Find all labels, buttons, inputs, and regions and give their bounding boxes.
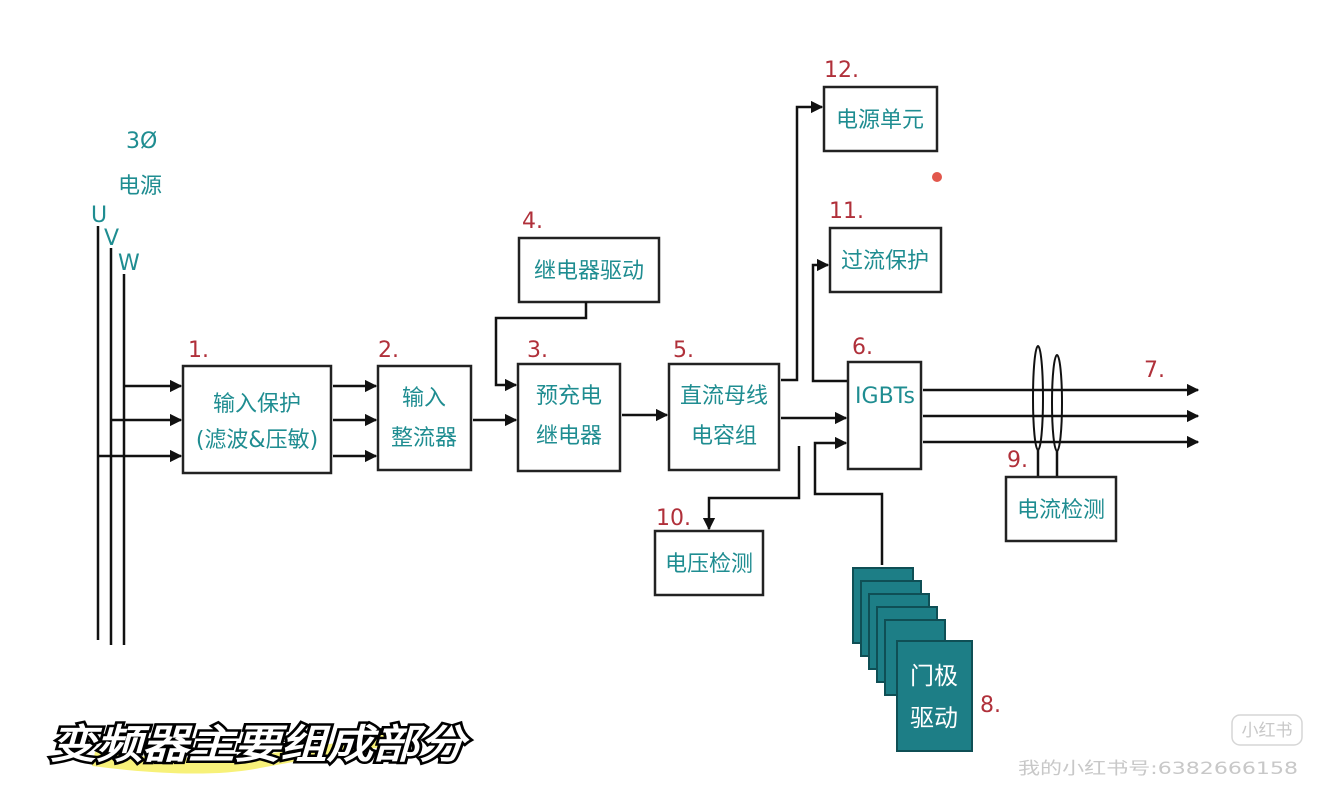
phase-u-label: U — [91, 203, 107, 228]
current-sensor-ring — [1051, 354, 1063, 452]
voltage-detection-block: 10. 电压检测 — [653, 446, 801, 597]
phase-v-label: V — [104, 226, 119, 251]
block-label-line2: (滤波&压敏) — [196, 428, 318, 453]
block-label-line1: 预充电 — [536, 384, 602, 409]
watermark-logo: 小红书 — [1242, 721, 1293, 741]
current-detection-block: 9. 电流检测 — [1004, 345, 1118, 543]
block-frame — [376, 364, 473, 472]
block-number: 3. — [527, 338, 548, 363]
watermark-logo-frame — [1231, 714, 1303, 746]
phase-w-label: W — [118, 251, 140, 276]
block-frame — [181, 364, 333, 475]
block-frame — [1004, 475, 1118, 543]
block-frame — [822, 85, 939, 153]
watermark-id: 我的小红书号:6382666158 — [1018, 759, 1298, 779]
voltage-detection-connector — [702, 446, 801, 531]
block-label-line1: 输入 — [402, 386, 446, 411]
overcurrent-connector — [811, 258, 848, 383]
block-label-line2: 继电器 — [536, 424, 602, 449]
caption: 变频器主要组成部分 — [48, 720, 473, 774]
dc-bus-capacitor-block: 5. 直流母线 电容组 — [667, 338, 781, 472]
gate-label-line2: 驱动 — [910, 704, 958, 732]
three-phase-source: 3Ø 电源 U V W — [91, 129, 183, 645]
input-protection-block: 1. 输入保护 (滤波&压敏) — [181, 338, 333, 475]
block-number: 6. — [852, 335, 873, 360]
block-number: 12. — [824, 58, 859, 83]
red-dot-marker — [932, 172, 942, 182]
gate-card-front — [896, 640, 973, 752]
block-label: 电流检测 — [1017, 498, 1105, 523]
caption-text: 变频器主要组成部分 — [50, 722, 471, 768]
power-unit-connector — [781, 100, 824, 382]
block-number: 11. — [829, 199, 864, 224]
input-rectifier-block: 2. 输入 整流器 — [376, 338, 473, 472]
output-number: 7. — [1144, 358, 1165, 383]
block-frame — [667, 362, 781, 472]
block-label: 过流保护 — [841, 249, 929, 274]
source-label: 电源 — [118, 174, 162, 199]
power-unit-block: 12. 电源单元 — [822, 58, 939, 153]
block-frame — [653, 529, 765, 597]
overcurrent-protection-block: 11. 过流保护 — [828, 199, 943, 294]
block-label: 电源单元 — [836, 108, 924, 133]
block-label-line2: 电容组 — [691, 424, 757, 449]
block-number: 10. — [656, 506, 691, 531]
igbts-block: 6. IGBTs — [846, 335, 923, 471]
relay-driver-block: 4. 继电器驱动 — [517, 209, 661, 304]
block-number: 4. — [522, 209, 543, 234]
watermark: 小红书 我的小红书号:6382666158 — [1018, 714, 1303, 779]
block-frame — [516, 362, 622, 473]
block-number: 5. — [673, 338, 694, 363]
precharge-relay-block: 3. 预充电 继电器 — [516, 338, 622, 473]
block-label-line1: 输入保护 — [213, 392, 301, 417]
relay-driver-connector — [494, 302, 588, 392]
block-label: 电压检测 — [665, 552, 753, 577]
gate-label-line1: 门极 — [910, 662, 958, 690]
block-label: 继电器驱动 — [534, 259, 644, 284]
block-frame — [846, 360, 923, 471]
gate-driver-block: 门极 驱动 8. — [813, 436, 1001, 752]
caption-highlight — [92, 730, 404, 774]
block-number: 2. — [378, 338, 399, 363]
block-number: 1. — [188, 338, 209, 363]
block-frame — [828, 226, 943, 294]
gate-driver-connector — [813, 436, 884, 565]
block-label-line2: 整流器 — [391, 426, 457, 451]
block-label: IGBTs — [855, 384, 915, 409]
current-sensor-ring — [1032, 345, 1044, 451]
block-label-line1: 直流母线 — [680, 384, 768, 409]
block-number: 8. — [980, 693, 1001, 718]
block-number: 9. — [1007, 448, 1028, 473]
block-frame — [517, 236, 661, 304]
phase-label: 3Ø — [126, 129, 157, 154]
